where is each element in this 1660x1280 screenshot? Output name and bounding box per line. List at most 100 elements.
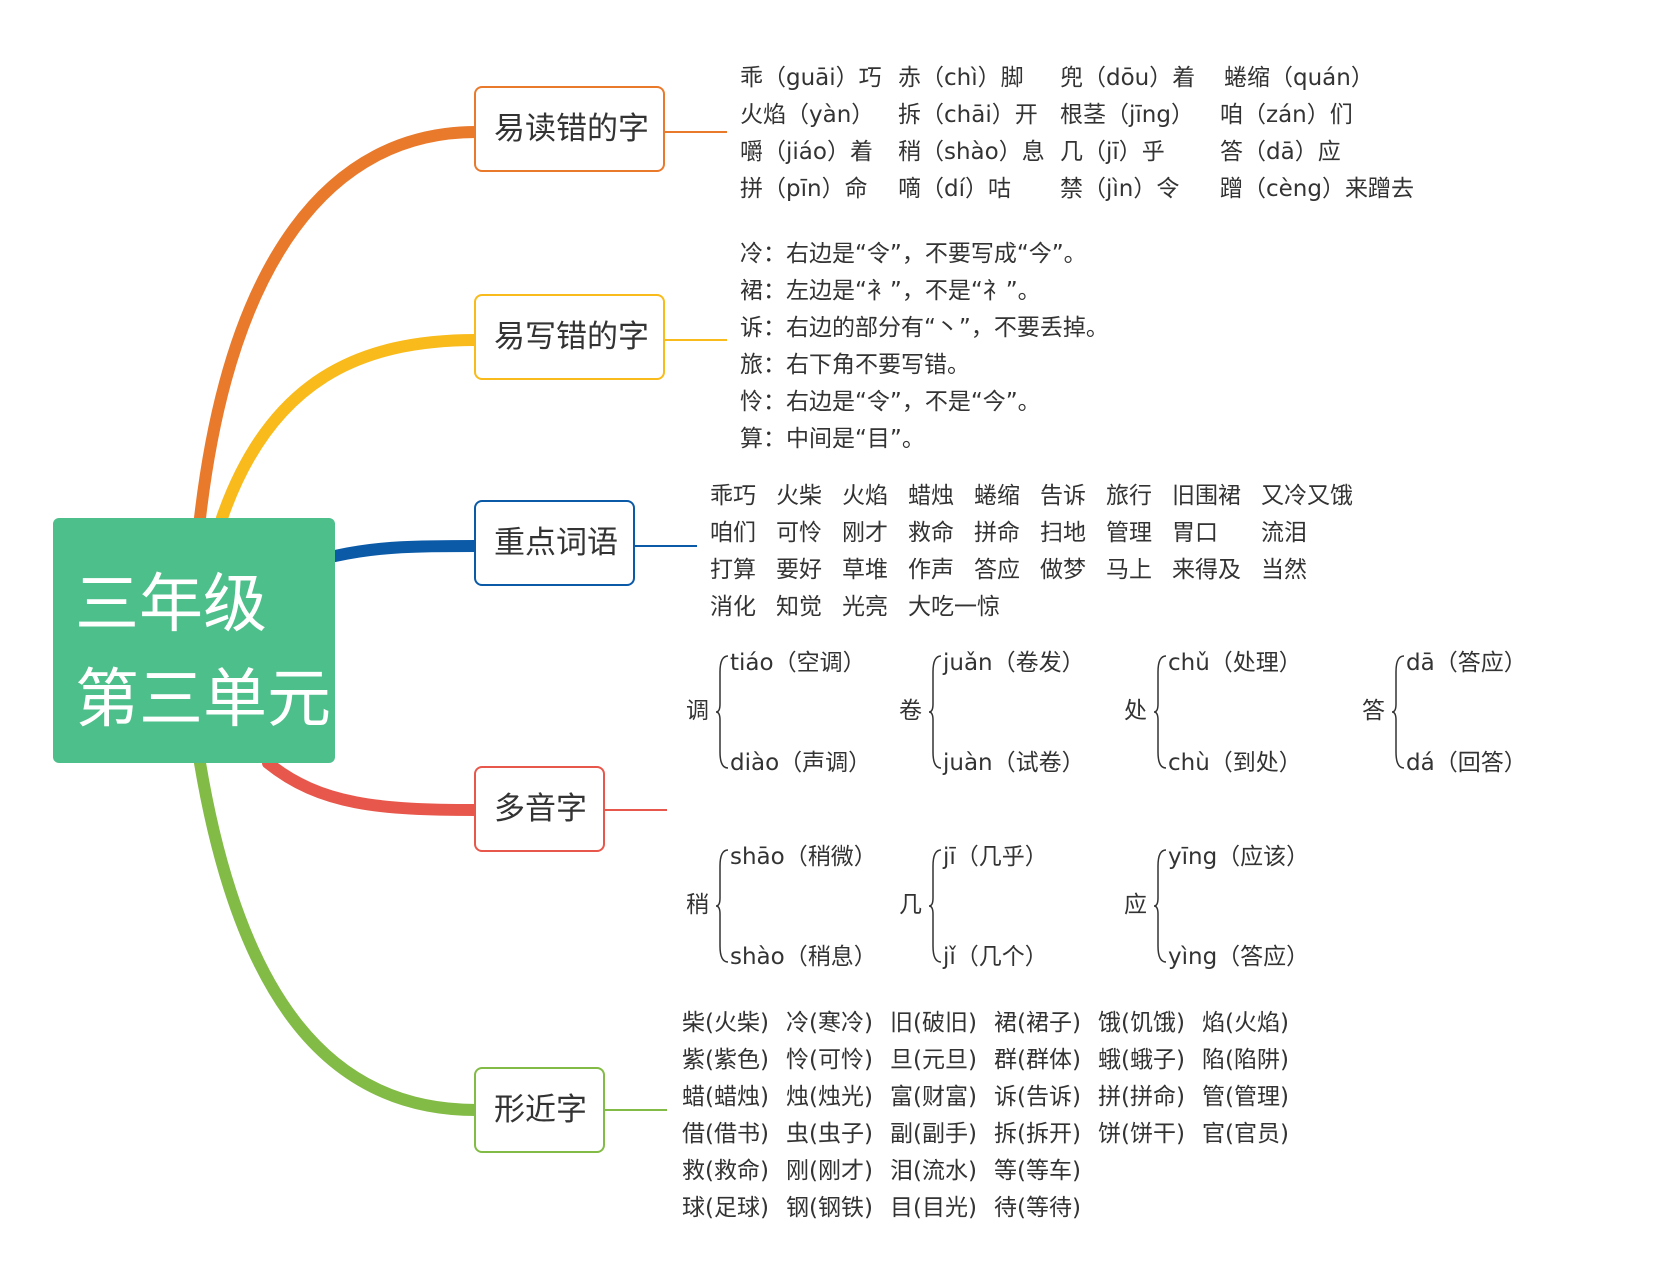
similar-item: 紫(紫色) [682,1047,769,1073]
similar-item: 怜(可怜) [786,1047,873,1073]
similar-item: 富(财富) [890,1084,977,1110]
similar-item: 官(官员) [1202,1121,1289,1147]
polyphonic-reading-bottom: dá（回答） [1406,750,1527,776]
similar-item: 副(副手) [890,1121,977,1147]
similar-item: 蜡(蜡烛) [682,1084,769,1110]
polyphonic-group: 处 chǔ（处理） chù（到处） [1124,650,1324,776]
polyphonic-char: 卷 [899,698,922,724]
similar-item: 目(目光) [890,1195,977,1221]
easy-write-item: 旅：右下角不要写错。 [740,352,970,378]
polyphonic-reading-top: juǎn（卷发） [943,650,1085,676]
easy-read-item: 禁（jìn）令 [1060,176,1180,202]
polyphonic-reading-bottom: diào（声调） [730,750,872,776]
key-word: 要好 [776,557,822,583]
connector-polyphonic [262,757,482,816]
similar-row: 蜡(蜡烛) 烛(烛光) 富(财富) 诉(告诉) 拼(拼命) 管(管理) [682,1079,1362,1116]
key-word: 可怜 [776,520,822,546]
easy-read-item: 嚼（jiáo）着 [740,139,873,165]
similar-item: 等(等车) [994,1158,1081,1184]
key-word: 胃口 [1172,520,1218,546]
polyphonic-reading-bottom: jǐ（几个） [943,944,1048,970]
similar-item: 饼(饼干) [1098,1121,1185,1147]
similar-row: 紫(紫色) 怜(可怜) 旦(元旦) 群(群体) 蛾(蛾子) 陷(陷阱) [682,1042,1362,1079]
similar-item: 救(救命) [682,1158,769,1184]
brace-icon [716,655,729,769]
easy-write-item: 诉：右边的部分有“丶”，不要丢掉。 [740,315,1109,341]
polyphonic-group: 调 tiáo（空调） diào（声调） [686,650,886,776]
easy-read-item: 稍（shào）息 [898,139,1045,165]
similar-item: 钢(钢铁) [786,1195,873,1221]
key-words-row: 打算 要好 草堆 作声 答应 做梦 马上 来得及 当然 [710,552,1410,589]
similar-item: 拼(拼命) [1098,1084,1185,1110]
key-word: 旧围裙 [1172,483,1241,509]
branch-easy-read: 易读错的字 [474,86,665,172]
easy-read-item: 根茎（jīng） [1060,102,1194,128]
polyphonic-reading-top: tiáo（空调） [730,650,866,676]
polyphonic-char: 稍 [686,892,709,918]
key-word: 火焰 [842,483,888,509]
polyphonic-reading-top: yīng（应该） [1168,844,1310,870]
key-word: 又冷又饿 [1261,483,1353,509]
key-word: 知觉 [776,594,822,620]
similar-item: 群(群体) [994,1047,1081,1073]
similar-item: 拆(拆开) [994,1121,1081,1147]
similar-item: 管(管理) [1202,1084,1289,1110]
easy-write-item: 裙：左边是“衤”，不是“礻”。 [740,278,1041,304]
similar-item: 焰(火焰) [1202,1010,1289,1036]
similar-item: 裙(裙子) [994,1010,1081,1036]
brace-icon [1154,849,1167,963]
similar-item: 旧(破旧) [890,1010,977,1036]
easy-write-list: 冷：右边是“令”，不要写成“今”。 裙：左边是“衤”，不是“礻”。 诉：右边的部… [740,236,1440,458]
similar-row: 柴(火柴) 冷(寒冷) 旧(破旧) 裙(裙子) 饿(饥饿) 焰(火焰) [682,1005,1362,1042]
key-words-row: 消化 知觉 光亮 大吃一惊 [710,589,1410,626]
easy-read-item: 蜷缩（quán） [1224,65,1374,91]
key-word: 大吃一惊 [908,594,1000,620]
key-word: 做梦 [1040,557,1086,583]
polyphonic-group: 卷 juǎn（卷发） juàn（试卷） [899,650,1099,776]
polyphonic-reading-bottom: yìng（答应） [1168,944,1310,970]
root-title-line2: 第三单元 [75,663,331,737]
similar-item: 虫(虫子) [786,1121,873,1147]
brace-icon [1154,655,1167,769]
easy-read-item: 几（jī）乎 [1060,139,1165,165]
polyphonic-group: 稍 shāo（稍微） shào（稍息） [686,844,886,970]
easy-read-item: 答（dā）应 [1220,139,1341,165]
polyphonic-group: 答 dā（答应） dá（回答） [1362,650,1562,776]
root-node: 三年级 第三单元 [53,518,335,763]
branch-similar: 形近字 [474,1067,605,1153]
similar-item: 球(足球) [682,1195,769,1221]
similar-list: 柴(火柴) 冷(寒冷) 旧(破旧) 裙(裙子) 饿(饥饿) 焰(火焰) 紫(紫色… [682,1005,1362,1227]
similar-item: 冷(寒冷) [786,1010,873,1036]
polyphonic-reading-top: chǔ（处理） [1168,650,1302,676]
polyphonic-group: 应 yīng（应该） yìng（答应） [1124,844,1324,970]
similar-item: 待(等待) [994,1195,1081,1221]
key-word: 来得及 [1172,557,1241,583]
key-word: 消化 [710,594,756,620]
similar-item: 饿(饥饿) [1098,1010,1185,1036]
easy-write-item: 冷：右边是“令”，不要写成“今”。 [740,241,1087,267]
key-word: 流泪 [1261,520,1307,546]
connector-key-words [329,540,482,562]
easy-read-list: 乖（guāi）巧 赤（chì）脚 兜（dōu）着 蜷缩（quán） 火焰（yàn… [740,60,1480,208]
key-word: 蜷缩 [974,483,1020,509]
key-word: 当然 [1261,557,1307,583]
key-words-row: 咱们 可怜 刚才 救命 拼命 扫地 管理 胃口 流泪 [710,515,1410,552]
similar-item: 诉(告诉) [994,1084,1081,1110]
easy-read-item: 咱（zán）们 [1220,102,1353,128]
easy-write-item: 算：中间是“目”。 [740,426,925,452]
branch-key-words: 重点词语 [474,500,635,586]
branch-polyphonic: 多音字 [474,766,605,852]
brace-icon [1392,655,1405,769]
similar-item: 柴(火柴) [682,1010,769,1036]
polyphonic-reading-bottom: chù（到处） [1168,750,1302,776]
easy-read-row: 火焰（yàn） 拆（chāi）开 根茎（jīng） 咱（zán）们 [740,97,1480,134]
easy-read-item: 蹭（cèng）来蹭去 [1220,176,1414,202]
easy-read-item: 拆（chāi）开 [898,102,1038,128]
similar-item: 借(借书) [682,1121,769,1147]
polyphonic-reading-top: shāo（稍微） [730,844,877,870]
similar-row: 救(救命) 刚(刚才) 泪(流水) 等(等车) [682,1153,1362,1190]
branch-easy-write: 易写错的字 [474,294,665,380]
key-word: 刚才 [842,520,888,546]
key-words-row: 乖巧 火柴 火焰 蜡烛 蜷缩 告诉 旅行 旧围裙 又冷又饿 [710,478,1410,515]
